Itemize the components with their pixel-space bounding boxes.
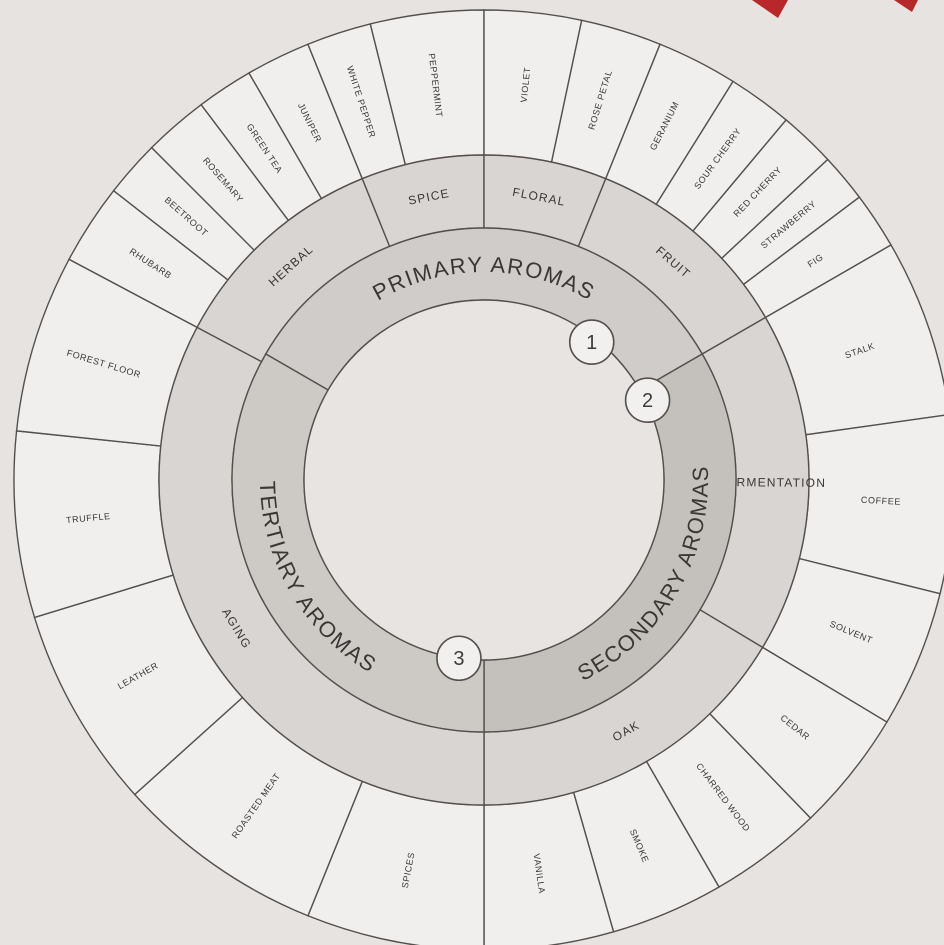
aroma-label-coffee: COFFEE xyxy=(861,495,902,507)
marker-3-number: 3 xyxy=(453,648,464,670)
marker-1-number: 1 xyxy=(586,332,597,354)
marker-2-number: 2 xyxy=(642,390,653,412)
ribbon-decoration xyxy=(752,0,918,18)
